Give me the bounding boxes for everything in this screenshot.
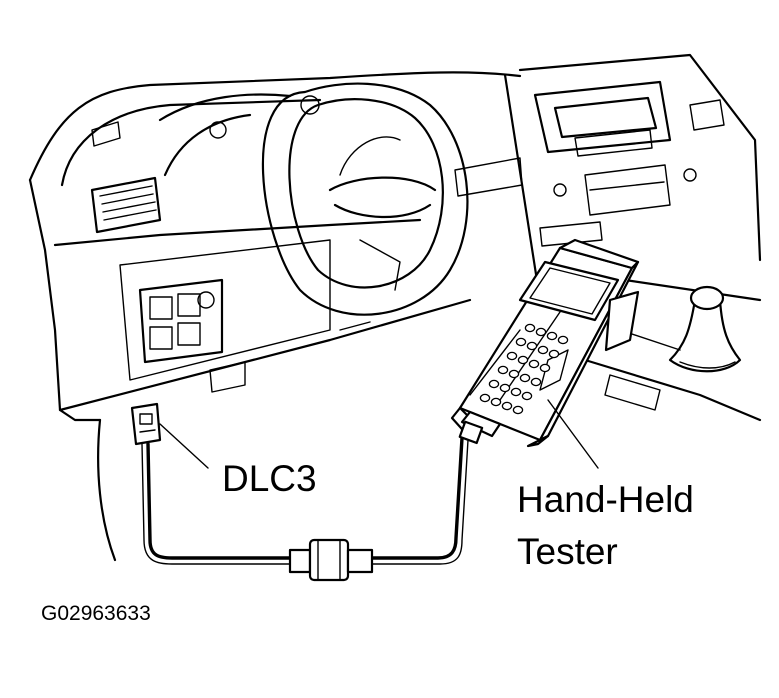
figure-id: G02963633 [41, 602, 151, 625]
keypad-key [490, 397, 502, 407]
keypad-key [557, 335, 569, 345]
hand-held-tester-label: Hand-Held [517, 479, 694, 520]
keypad-key [539, 363, 551, 373]
dlc3-leader-line [159, 423, 209, 469]
keypad-key [521, 391, 533, 401]
keypad-key [506, 351, 518, 361]
keypad-key [499, 383, 511, 393]
cable-connector-joint [288, 538, 374, 582]
keypad-key [526, 341, 538, 351]
keypad-key [537, 345, 549, 355]
keypad-key [535, 327, 547, 337]
keypad-key [512, 405, 524, 415]
keypad-key [508, 369, 520, 379]
keypad-key [515, 337, 527, 347]
keypad-key [519, 373, 531, 383]
tester-leader-line [547, 399, 599, 469]
steering-wheel [158, 82, 523, 316]
keypad-key [524, 323, 536, 333]
keypad-key [548, 349, 560, 359]
dlc3-connector [130, 402, 162, 446]
tester-label: Tester [517, 531, 618, 572]
cable [141, 436, 469, 565]
dlc3-label: DLC3 [222, 458, 317, 499]
center-console [503, 53, 762, 422]
dashboard [28, 71, 522, 562]
keypad-key [510, 387, 522, 397]
keypad-key [501, 401, 513, 411]
hand-held-tester-device [450, 238, 640, 448]
keypad-key [488, 379, 500, 389]
keypad-key [479, 393, 491, 403]
tester-keypad [479, 323, 569, 415]
keypad-key [528, 359, 540, 369]
keypad-key [530, 377, 542, 387]
keypad-key [517, 355, 529, 365]
keypad-key [497, 365, 509, 375]
keypad-key [546, 331, 558, 341]
